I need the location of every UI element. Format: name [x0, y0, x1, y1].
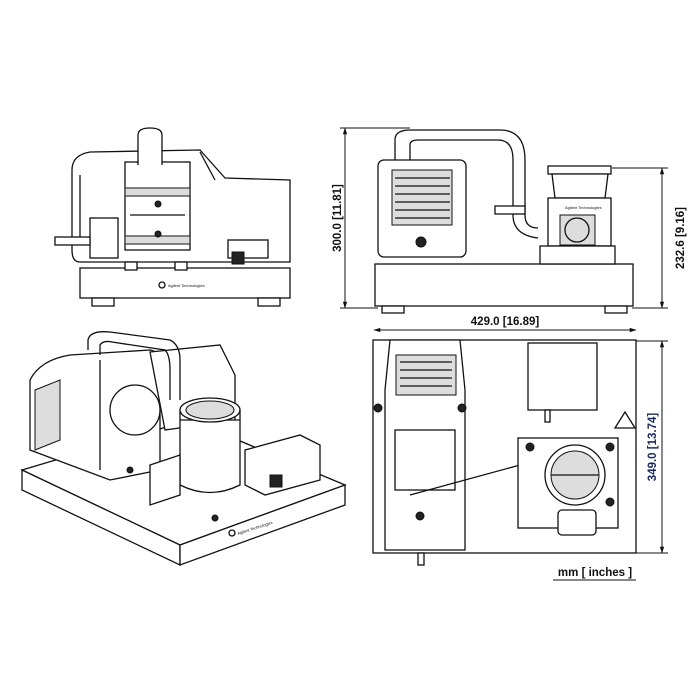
- width-label: 429.0 [16.89]: [471, 316, 540, 328]
- depth-label: 349.0 [13.74]: [647, 413, 659, 482]
- top-view: [372, 339, 637, 566]
- dimension-turbo-height: 232.6 [9.16]: [612, 167, 687, 309]
- overall-height-label: 300.0 [11.81]: [332, 184, 344, 252]
- side-view: Agilent Technologies: [54, 127, 291, 307]
- dimension-depth: 349.0 [13.74]: [636, 340, 668, 554]
- brand-logo-side: Agilent Technologies: [168, 283, 205, 288]
- dimension-width: 429.0 [16.89]: [373, 316, 637, 333]
- turbo-height-label: 232.6 [9.16]: [675, 207, 687, 269]
- units-label: mm [ inches ]: [558, 567, 632, 579]
- brand-logo-front: Agilent Technologies: [565, 205, 602, 210]
- isometric-view: Agilent Technologies: [20, 331, 347, 567]
- front-view: Agilent Technologies: [374, 129, 634, 314]
- dimension-overall-height: 300.0 [11.81]: [332, 127, 410, 309]
- units-legend: mm [ inches ]: [553, 567, 636, 581]
